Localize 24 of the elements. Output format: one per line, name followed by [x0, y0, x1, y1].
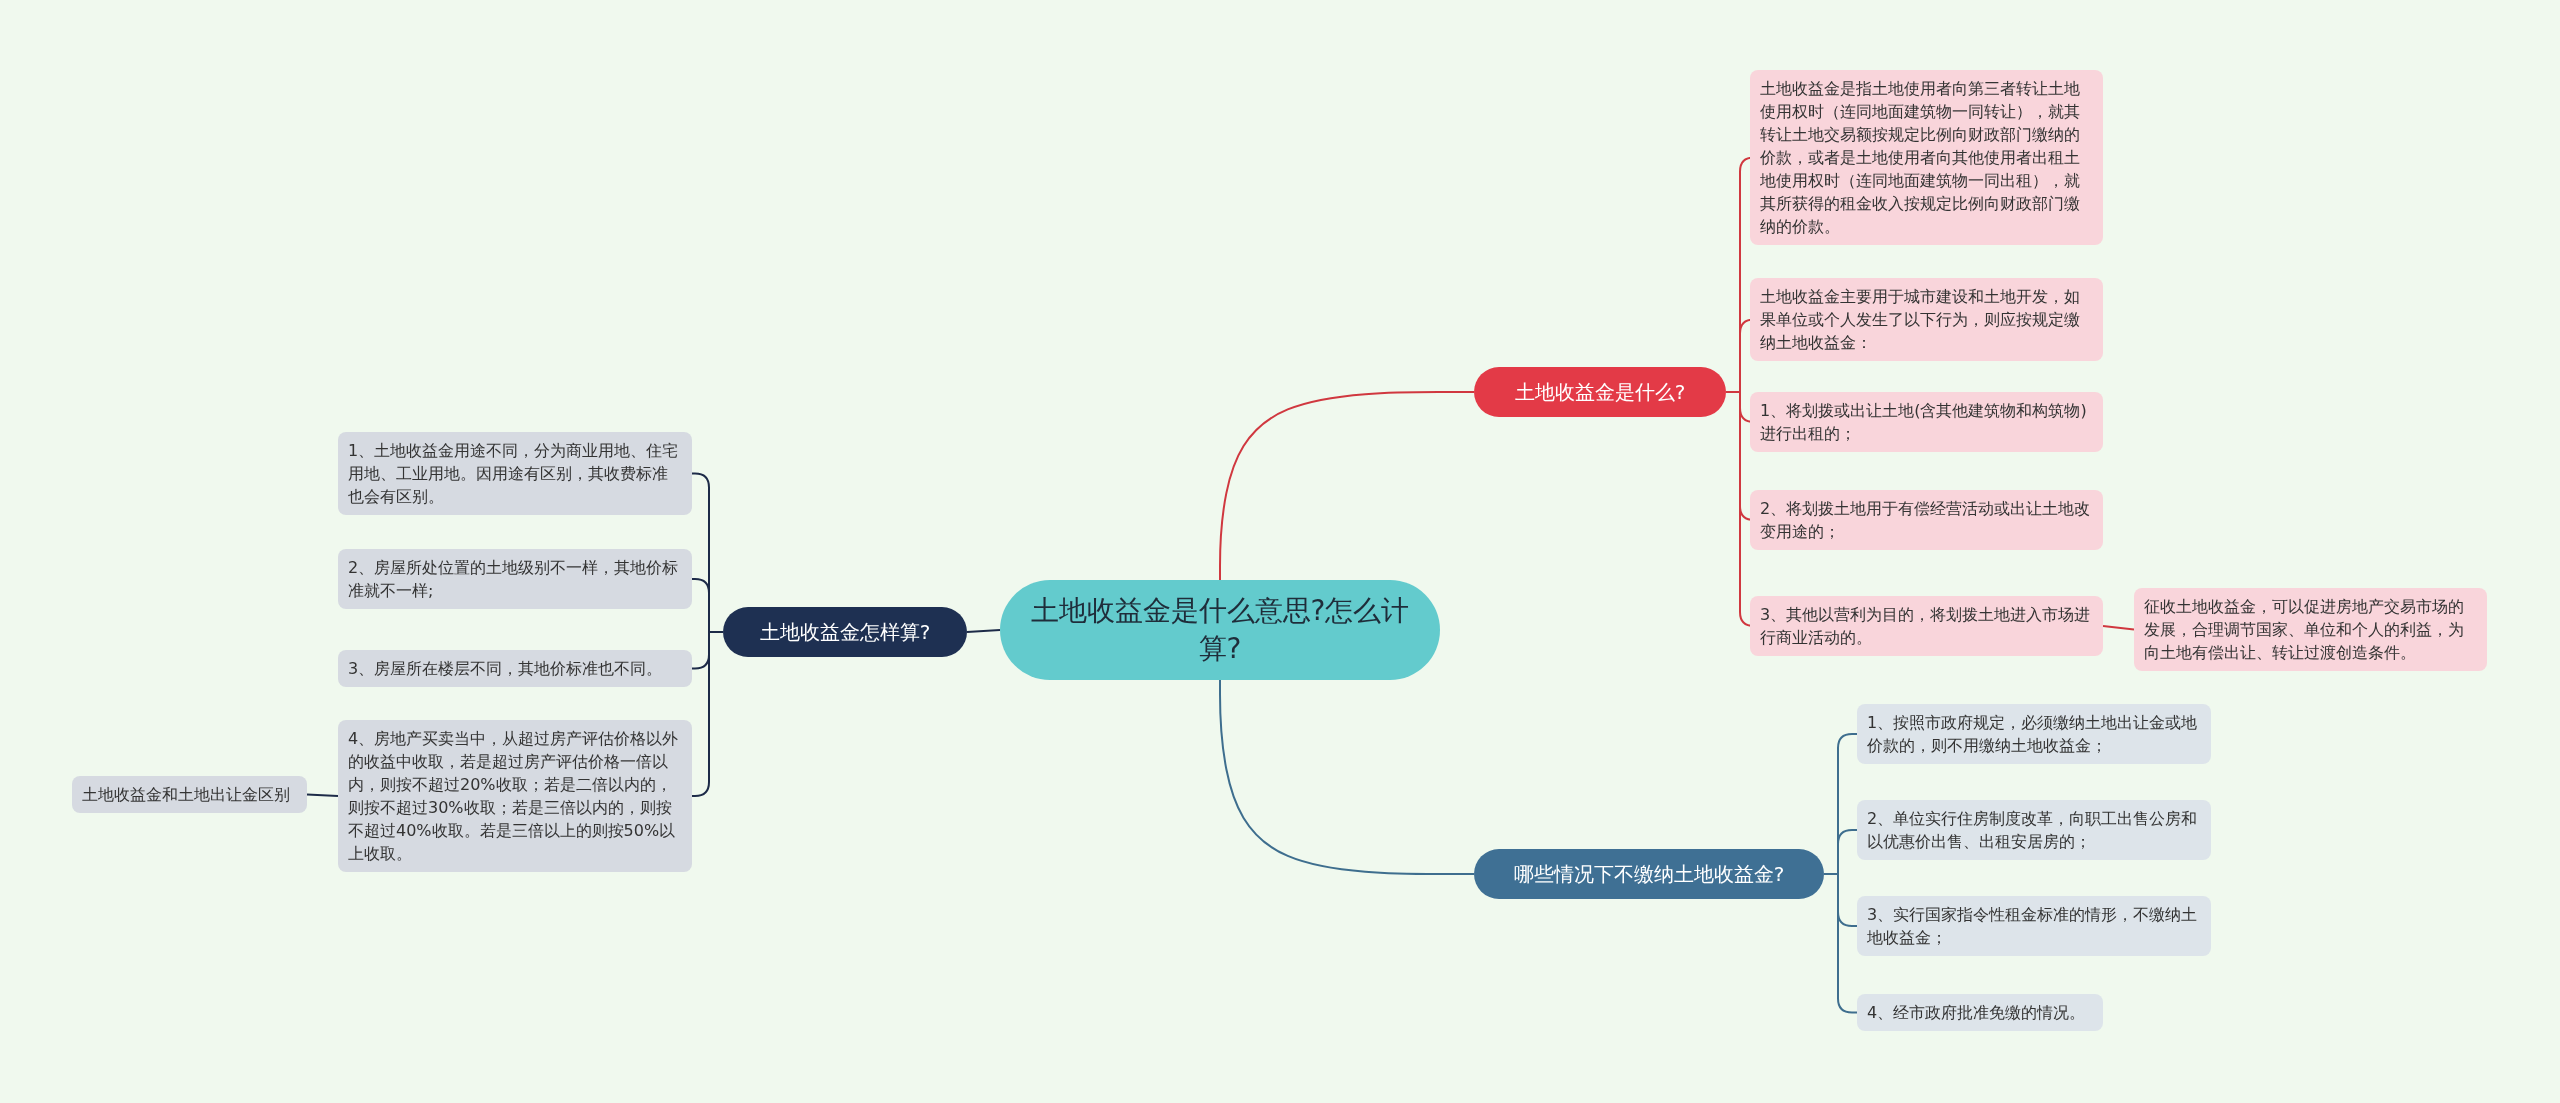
subtopic-box: 4、经市政府批准免缴的情况。	[1857, 994, 2103, 1031]
subtopic-box: 1、将划拨或出让土地(含其他建筑物和构筑物)进行出租的；	[1750, 392, 2103, 452]
connector-line	[966, 629, 1001, 633]
subtopic-box: 1、土地收益金用途不同，分为商业用地、住宅用地、工业用地。因用途有区别，其收费标准也会有区别。	[338, 432, 692, 515]
subtopic-box: 土地收益金是指土地使用者向第三者转让土地使用权时（连同地面建筑物一同转让），就其转让土地交易额按规定比例向财政部门缴纳的价款，或者是土地使用者向其他使用者出租土地使用权时（连同地面建筑物一同出租），就其所获得的租金收入按规定比例向财政部门缴纳的价款。	[1750, 70, 2103, 245]
subtopic-box: 3、实行国家指令性租金标准的情形，不缴纳土地收益金；	[1857, 896, 2211, 956]
connector-line	[306, 793, 339, 797]
subtopic-box: 土地收益金主要用于城市建设和土地开发，如果单位或个人发生了以下行为，则应按规定缴纳土地收益金：	[1750, 278, 2103, 361]
connector-line	[2102, 625, 2135, 631]
subtopic-box: 1、按照市政府规定，必须缴纳土地出让金或地价款的，则不用缴纳土地收益金；	[1857, 704, 2211, 764]
subtopic-box: 2、房屋所处位置的土地级别不一样，其地价标准就不一样;	[338, 549, 692, 609]
branch-topic: 土地收益金是什么?	[1474, 367, 1726, 417]
subtopic-box: 4、房地产买卖当中，从超过房产评估价格以外的收益中收取，若是超过房产评估价格一倍以内，则按不超过20%收取；若是二倍以内的，则按不超过30%收取；若是三倍以内的，则按不超过40%收取。若是三倍以上的则按50%以上收取。	[338, 720, 692, 872]
branch-topic: 哪些情况下不缴纳土地收益金?	[1474, 849, 1824, 899]
subtopic-box: 征收土地收益金，可以促进房地产交易市场的发展，合理调节国家、单位和个人的利益，为向土地有偿出让、转让过渡创造条件。	[2134, 588, 2487, 671]
connector-line	[1219, 679, 1475, 875]
subtopic-box: 3、其他以营利为目的，将划拨土地进入市场进行商业活动的。	[1750, 596, 2103, 656]
subtopic-box: 土地收益金和土地出让金区别	[72, 776, 307, 813]
subtopic-box: 3、房屋所在楼层不同，其地价标准也不同。	[338, 650, 692, 687]
central-topic: 土地收益金是什么意思?怎么计算?	[1000, 580, 1440, 680]
subtopic-box: 2、将划拨土地用于有偿经营活动或出让土地改变用途的；	[1750, 490, 2103, 550]
subtopic-box: 2、单位实行住房制度改革，向职工出售公房和以优惠价出售、出租安居房的；	[1857, 800, 2211, 860]
connector-line	[1219, 391, 1475, 581]
branch-topic: 土地收益金怎样算?	[723, 607, 967, 657]
